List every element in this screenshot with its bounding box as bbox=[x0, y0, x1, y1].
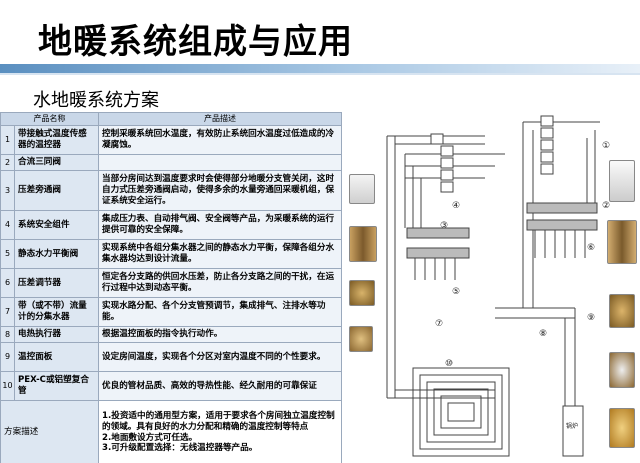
title-underline-bar bbox=[0, 64, 640, 73]
table-row: 3 压差旁通阀 当部分房间达到温度要求时会使得部分地暖分支管关闭，这时自力式压差… bbox=[0, 170, 342, 211]
header-product-desc: 产品描述 bbox=[98, 112, 342, 126]
regulator-photo-left bbox=[349, 326, 373, 352]
label-2: ② bbox=[602, 201, 610, 211]
diagram-svg: ① ⑩ ② ③ ④ ⑤ ⑥ ⑦ ⑧ ⑨ 锅炉 bbox=[386, 115, 610, 457]
product-table: 产品名称 产品描述 1 带接触式温度传感器的温控器 控制采暖系统回水温度，有效防… bbox=[0, 112, 342, 463]
label-5: ⑤ bbox=[452, 287, 460, 297]
table-row: 10 PEX-C或铝塑复合管 优良的管材品质、高效的导热性能、经久耐用的可靠保证 bbox=[0, 371, 342, 401]
label-7: ⑦ bbox=[435, 319, 443, 329]
table-row: 4 系统安全组件 集成压力表、自动排气阀、安全阀等产品，为采暖系统的运行提供可靠… bbox=[0, 210, 342, 240]
product-name: 带（或不带）流量计的分集水器 bbox=[14, 297, 99, 327]
product-name: 压差调节器 bbox=[14, 268, 99, 298]
product-name: 电热执行器 bbox=[14, 326, 99, 343]
actuator-photo bbox=[609, 160, 635, 202]
slide-subtitle: 水地暖系统方案 bbox=[33, 90, 159, 111]
row-number: 1 bbox=[0, 125, 15, 155]
row-number: 10 bbox=[0, 371, 15, 401]
gauge-photo bbox=[609, 352, 635, 388]
row-number: 7 bbox=[0, 297, 15, 327]
product-name: 带接触式温度传感器的温控器 bbox=[14, 125, 99, 155]
product-name: 压差旁通阀 bbox=[14, 170, 99, 211]
system-diagram: ① ⑩ ② ③ ④ ⑤ ⑥ ⑦ ⑧ ⑨ 锅炉 bbox=[345, 108, 640, 463]
manifold-photo-right bbox=[607, 220, 637, 264]
label-10: ⑩ bbox=[445, 359, 453, 369]
scheme-line: 3.可升级配置选择：无线温控器等产品。 bbox=[102, 443, 258, 454]
product-name: 温控面板 bbox=[14, 342, 99, 372]
row-number: 9 bbox=[0, 342, 15, 372]
table-row: 9 温控面板 设定房间温度，实现各个分区对室内温度不同的个性要求。 bbox=[0, 342, 342, 372]
scheme-line: 1.投资适中的通用型方案，适用于要求各个房间独立温度控制的领域。具有良好的水力分… bbox=[102, 411, 335, 432]
row-number: 2 bbox=[0, 154, 15, 171]
title-underline-bar-light bbox=[0, 73, 640, 75]
product-desc: 根据温控面板的指令执行动作。 bbox=[98, 326, 342, 343]
boiler-label: 锅炉 bbox=[566, 422, 578, 430]
label-1: ① bbox=[602, 141, 610, 151]
row-number: 4 bbox=[0, 210, 15, 240]
scheme-desc: 1.投资适中的通用型方案，适用于要求各个房间独立温度控制的领域。具有良好的水力分… bbox=[98, 400, 342, 463]
table-row: 6 压差调节器 恒定各分支路的供回水压差，防止各分支路之间的干扰，在运行过程中达… bbox=[0, 268, 342, 298]
product-desc: 集成压力表、自动排气阀、安全阀等产品，为采暖系统的运行提供可靠的安全保障。 bbox=[98, 210, 342, 240]
table-row: 8 电热执行器 根据温控面板的指令执行动作。 bbox=[0, 326, 342, 343]
table-row: 2 合流三同阀 bbox=[0, 154, 342, 171]
table-row-scheme: 方案描述 1.投资适中的通用型方案，适用于要求各个房间独立温度控制的领域。具有良… bbox=[0, 400, 342, 463]
table-row: 7 带（或不带）流量计的分集水器 实现水路分配、各个分支管预调节，集成排气、注排… bbox=[0, 297, 342, 327]
product-desc: 优良的管材品质、高效的导热性能、经久耐用的可靠保证 bbox=[98, 371, 342, 401]
valve-photo-left bbox=[349, 280, 375, 306]
label-8: ⑧ bbox=[539, 329, 547, 339]
product-name: 合流三同阀 bbox=[14, 154, 99, 171]
label-9: ⑨ bbox=[587, 313, 595, 323]
scheme-label: 方案描述 bbox=[0, 400, 99, 463]
label-3: ③ bbox=[440, 221, 448, 231]
product-desc bbox=[98, 154, 342, 171]
row-number: 8 bbox=[0, 326, 15, 343]
pipe-photo bbox=[609, 408, 635, 448]
product-name: 静态水力平衡阀 bbox=[14, 239, 99, 269]
table-row: 5 静态水力平衡阀 实现系统中各组分集水器之间的静态水力平衡，保障各组分水集水器… bbox=[0, 239, 342, 269]
product-name: 系统安全组件 bbox=[14, 210, 99, 240]
scheme-line: 2.地面敷设方式可任选。 bbox=[102, 432, 198, 443]
product-desc: 实现系统中各组分集水器之间的静态水力平衡，保障各组分水集水器均达到设计流量。 bbox=[98, 239, 342, 269]
label-4: ④ bbox=[452, 201, 460, 211]
label-6: ⑥ bbox=[587, 243, 595, 253]
table-header-row: 产品名称 产品描述 bbox=[0, 112, 342, 126]
row-number: 6 bbox=[0, 268, 15, 298]
product-desc: 控制采暖系统回水温度，有效防止系统回水温度过低造成的冷凝腐蚀。 bbox=[98, 125, 342, 155]
product-name: PEX-C或铝塑复合管 bbox=[14, 371, 99, 401]
slide-title: 地暖系统组成与应用 bbox=[38, 22, 353, 62]
valve-photo-right bbox=[609, 294, 635, 328]
manifold-photo-left bbox=[349, 226, 377, 262]
thermostat-photo bbox=[349, 174, 375, 204]
product-desc: 当部分房间达到温度要求时会使得部分地暖分支管关闭，这时自力式压差旁通阀启动，使得… bbox=[98, 170, 342, 211]
product-desc: 恒定各分支路的供回水压差，防止各分支路之间的干扰，在运行过程中达到动态平衡。 bbox=[98, 268, 342, 298]
row-number: 3 bbox=[0, 170, 15, 211]
header-product-name: 产品名称 bbox=[0, 112, 99, 126]
row-number: 5 bbox=[0, 239, 15, 269]
table-row: 1 带接触式温度传感器的温控器 控制采暖系统回水温度，有效防止系统回水温度过低造… bbox=[0, 125, 342, 155]
product-desc: 实现水路分配、各个分支管预调节，集成排气、注排水等功能。 bbox=[98, 297, 342, 327]
product-desc: 设定房间温度，实现各个分区对室内温度不同的个性要求。 bbox=[98, 342, 342, 372]
